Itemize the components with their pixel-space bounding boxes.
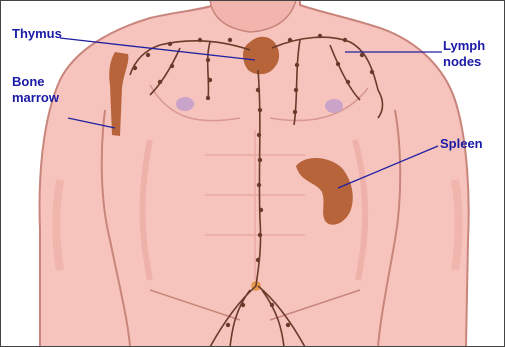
left-nipple xyxy=(176,97,194,111)
bone-marrow-label-line1: Bone xyxy=(12,74,59,90)
thymus-label: Thymus xyxy=(12,26,62,42)
right-arm-shade xyxy=(455,180,459,270)
lymph-nodes-label: Lymph nodes xyxy=(443,38,485,70)
lymph-nodes-label-line1: Lymph xyxy=(443,38,485,54)
bone-marrow-label-line2: marrow xyxy=(12,90,59,106)
right-nipple xyxy=(325,99,343,113)
spleen-label: Spleen xyxy=(440,136,483,152)
lymph-nodes-label-line2: nodes xyxy=(443,54,485,70)
left-arm-shade xyxy=(56,180,60,270)
bone-marrow-label: Bone marrow xyxy=(12,74,59,106)
